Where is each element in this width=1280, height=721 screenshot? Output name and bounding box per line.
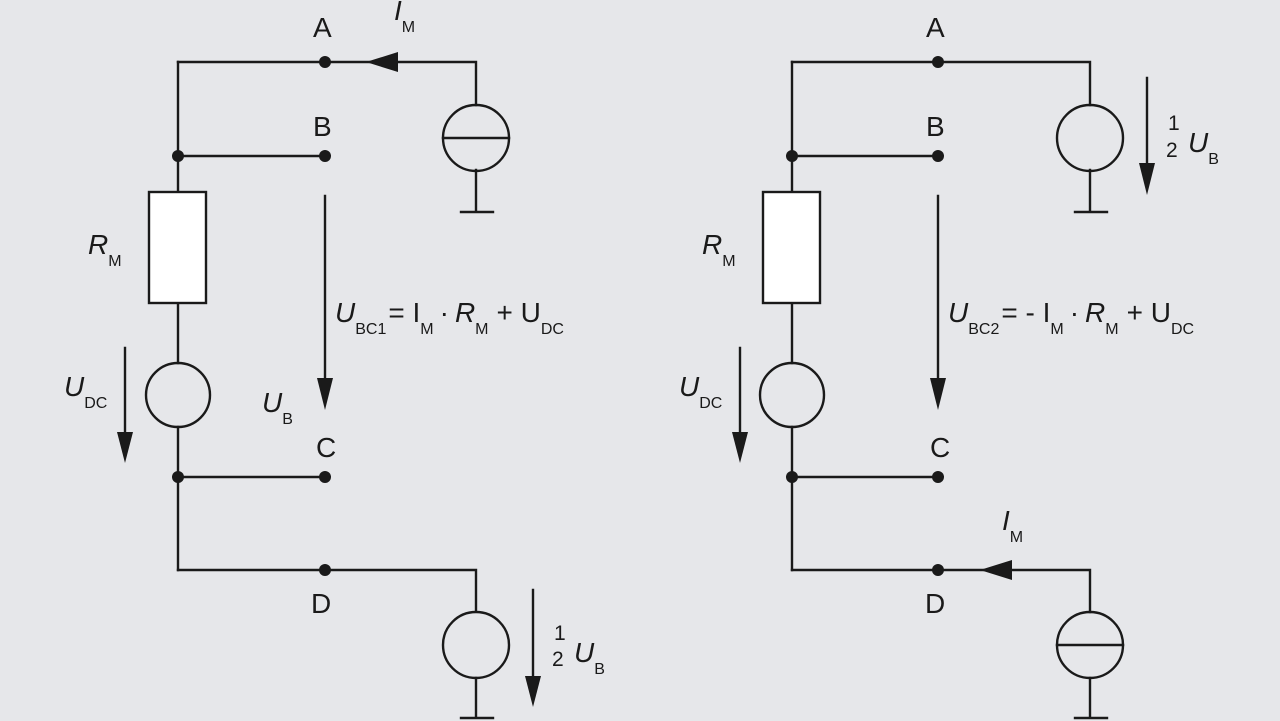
eq2-i-sub: M [1050, 321, 1063, 338]
equation-1: UBC1= IM·RM+ UDC [335, 297, 564, 338]
eq1-dot: · [440, 297, 449, 328]
left-half-one: 1 [554, 622, 566, 645]
right-label-b: B [926, 111, 945, 142]
eq2-dot: · [1070, 297, 1079, 328]
right-label-a: A [926, 12, 945, 43]
right-label-d: D [925, 588, 945, 619]
eq1-rhs: = I [388, 297, 420, 328]
left-junction-c [172, 471, 184, 483]
left-label-a: A [313, 12, 332, 43]
right-node-d-dot [932, 564, 944, 576]
right-half-ub: UB [1188, 127, 1219, 168]
right-im-arrow [980, 560, 1012, 580]
left-half-ub: UB [574, 637, 605, 678]
left-label-c: C [316, 432, 336, 463]
equation-2: UBC2= - IM·RM+ UDC [948, 297, 1194, 338]
left-im-arrow [366, 52, 398, 72]
left-dc-source [144, 361, 212, 429]
left-rm-r: R [88, 229, 108, 260]
eq1-r-sub: M [475, 321, 488, 338]
eq1-u: U [335, 297, 356, 328]
eq2-rhs: = - I [1001, 297, 1050, 328]
left-ground-bottom [459, 676, 495, 720]
left-im-label: IM [394, 0, 415, 36]
right-node-c-dot [932, 471, 944, 483]
left-half-two: 2 [552, 648, 564, 671]
eq2-u-sub: BC2 [968, 321, 999, 338]
left-ub-label: UB [262, 387, 293, 428]
left-udc-label: UDC [64, 371, 107, 412]
right-udc-label: UDC [679, 371, 722, 412]
right-im-label: IM [1002, 505, 1023, 546]
left-im-sub: M [402, 19, 415, 36]
left-halfub-arrow-head [525, 676, 541, 707]
right-node-b-dot [932, 150, 944, 162]
left-node-a-dot [319, 56, 331, 68]
right-rm-label: RM [702, 229, 736, 270]
left-half-sub: B [594, 661, 605, 678]
left-im-i: I [394, 0, 402, 26]
right-udc-u: U [679, 371, 700, 402]
eq2-u: U [948, 297, 969, 328]
right-rm-r: R [702, 229, 722, 260]
right-junction-b [786, 150, 798, 162]
left-ub-sub: B [282, 411, 293, 428]
right-im-sub: M [1010, 529, 1023, 546]
right-ground-bottom [1073, 676, 1109, 720]
left-udc-arrow-head [117, 432, 133, 463]
right-resistor [761, 190, 822, 305]
left-label-d: D [311, 588, 331, 619]
eq1-i-sub: M [420, 321, 433, 338]
eq1-r: R [455, 297, 475, 328]
right-udc-sub: DC [699, 395, 722, 412]
left-voltage-source [441, 610, 511, 680]
left-junction-b [172, 150, 184, 162]
left-label-b: B [313, 111, 332, 142]
right-half-sub: B [1208, 151, 1219, 168]
right-wire-a [790, 60, 1092, 107]
left-rm-sub: M [108, 253, 121, 270]
right-rm-sub: M [722, 253, 735, 270]
right-udc-arrow-head [732, 432, 748, 463]
left-rm-label: RM [88, 229, 122, 270]
eq2-r: R [1085, 297, 1105, 328]
left-circuit: A B C D IM RM UDC UB UBC1= IM·RM+ UDC 1 … [64, 0, 605, 720]
left-node-c-dot [319, 471, 331, 483]
eq2-r-sub: M [1105, 321, 1118, 338]
eq1-dc-sub: DC [541, 321, 564, 338]
left-wire-d [176, 568, 478, 612]
right-halfub-arrow-head [1139, 163, 1155, 195]
right-half-two: 2 [1166, 139, 1178, 162]
left-udc-u: U [64, 371, 85, 402]
left-node-b-dot [319, 150, 331, 162]
left-ground-top [459, 168, 495, 214]
right-im-i: I [1002, 505, 1010, 536]
right-ubc-arrow-head [930, 378, 946, 410]
right-voltage-source [1055, 103, 1125, 173]
right-dc-source [758, 361, 826, 429]
right-ground-top [1073, 168, 1109, 214]
right-half-one: 1 [1168, 112, 1180, 135]
right-circuit: A B C D IM RM UDC UBC2= - IM·RM+ UDC 1 2… [679, 12, 1219, 720]
right-label-c: C [930, 432, 950, 463]
left-node-d-dot [319, 564, 331, 576]
left-half-u: U [574, 637, 595, 668]
left-wire-a [176, 60, 478, 107]
left-ub-arrow-head [317, 378, 333, 410]
eq2-dc-sub: DC [1171, 321, 1194, 338]
left-resistor [147, 190, 208, 305]
left-ub-u: U [262, 387, 283, 418]
eq1-u-sub: BC1 [355, 321, 386, 338]
right-half-u: U [1188, 127, 1209, 158]
right-node-a-dot [932, 56, 944, 68]
eq1-plus: + U [497, 297, 541, 328]
left-udc-sub: DC [84, 395, 107, 412]
eq2-plus: + U [1127, 297, 1171, 328]
right-wire-d [790, 568, 1092, 614]
right-junction-c [786, 471, 798, 483]
